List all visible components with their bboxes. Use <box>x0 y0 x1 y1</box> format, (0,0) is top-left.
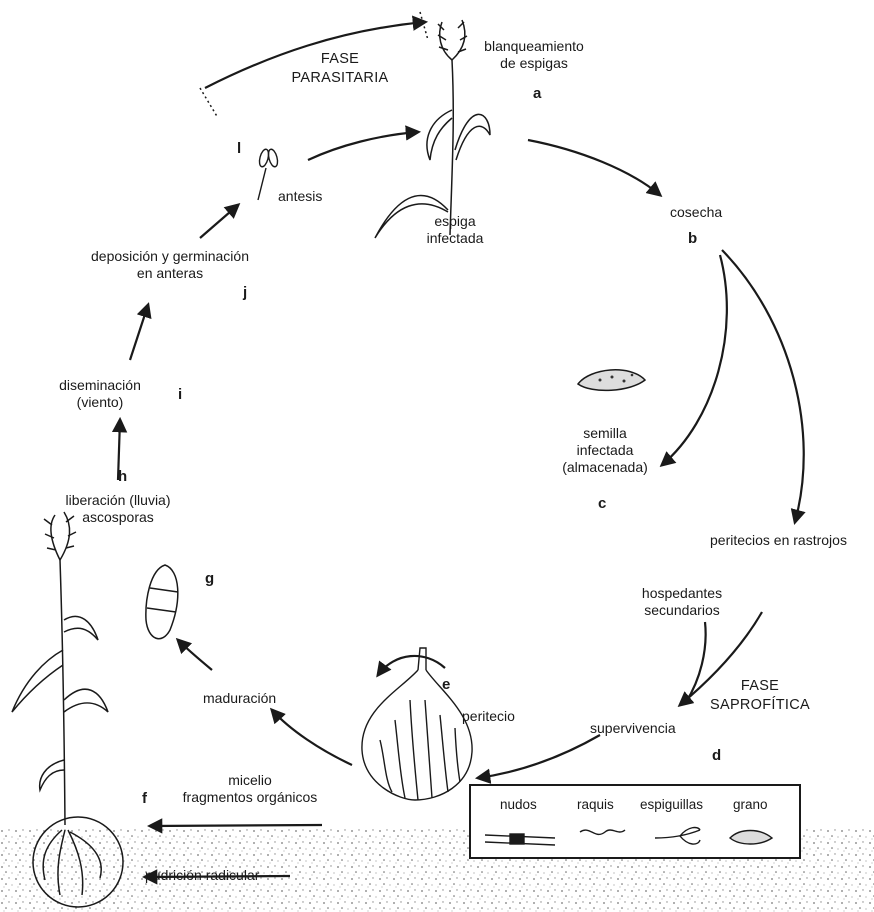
label-espiga-infectada: espiga infectada <box>415 213 495 247</box>
label-pudricion-radicular: pudrición radicular <box>145 867 259 884</box>
letter-i: i <box>178 386 182 403</box>
infected-seed-illustration <box>578 370 645 391</box>
letter-d: d <box>712 747 721 764</box>
letter-f: f <box>142 790 147 807</box>
label-peritecio: peritecio <box>462 708 515 725</box>
arrow-spike-to-harvest <box>528 140 660 195</box>
arrow-mycelium-left <box>150 825 322 826</box>
label-deposicion: deposición y germinación en anteras <box>70 248 270 282</box>
letter-g: g <box>205 570 214 587</box>
residue-label-grano: grano <box>733 797 768 812</box>
label-semilla-infectada: semilla infectada (almacenada) <box>555 425 655 476</box>
residue-label-espiguillas: espiguillas <box>640 797 703 812</box>
label-fase-saprofitica: FASE SAPROFÍTICA <box>700 677 820 715</box>
label-blanqueamiento: blanqueamiento de espigas <box>474 38 594 72</box>
arrow-antesis-to-spike <box>308 132 418 160</box>
label-supervivencia: supervivencia <box>590 720 676 737</box>
arrow-deposition-up <box>200 205 238 238</box>
letter-a: a <box>533 85 541 102</box>
anther-illustration <box>258 148 279 200</box>
arrow-dissemination-up <box>130 305 148 360</box>
label-hospedantes: hospedantes secundarios <box>627 585 737 619</box>
residue-label-nudos: nudos <box>500 797 537 812</box>
label-cosecha: cosecha <box>670 204 722 221</box>
arrow-maturation-to-ascospores <box>178 640 212 670</box>
arrow-survival-to-perithecium <box>478 735 600 778</box>
infected-spike-illustration <box>375 20 490 238</box>
arrow-perithecium-to-maturation <box>272 710 352 765</box>
arrow-perithecium-loop <box>378 656 445 675</box>
letter-b: b <box>688 230 697 247</box>
letter-l: l <box>237 140 241 157</box>
label-liberacion: liberación (lluvia) ascosporas <box>48 492 188 526</box>
label-fase-parasitaria: FASE PARASITARIA <box>290 50 390 88</box>
arrow-harvest-to-seed <box>662 255 727 465</box>
residue-box <box>470 785 800 858</box>
cycle-arrows <box>118 12 804 877</box>
letter-c: c <box>598 495 606 512</box>
letter-h: h <box>118 468 127 485</box>
label-maduracion: maduración <box>203 690 276 707</box>
label-antesis: antesis <box>278 188 322 205</box>
ascospore-illustration <box>146 565 178 639</box>
label-peritecios-rastrojos: peritecios en rastrojos <box>710 532 847 549</box>
arrow-harvest-to-stubble <box>722 250 804 522</box>
label-diseminacion: diseminación (viento) <box>45 377 155 411</box>
residue-label-raquis: raquis <box>577 797 614 812</box>
letter-j: j <box>243 284 247 301</box>
label-micelio: micelio fragmentos orgánicos <box>165 772 335 806</box>
letter-e: e <box>442 676 450 693</box>
perithecium-illustration <box>362 648 472 800</box>
